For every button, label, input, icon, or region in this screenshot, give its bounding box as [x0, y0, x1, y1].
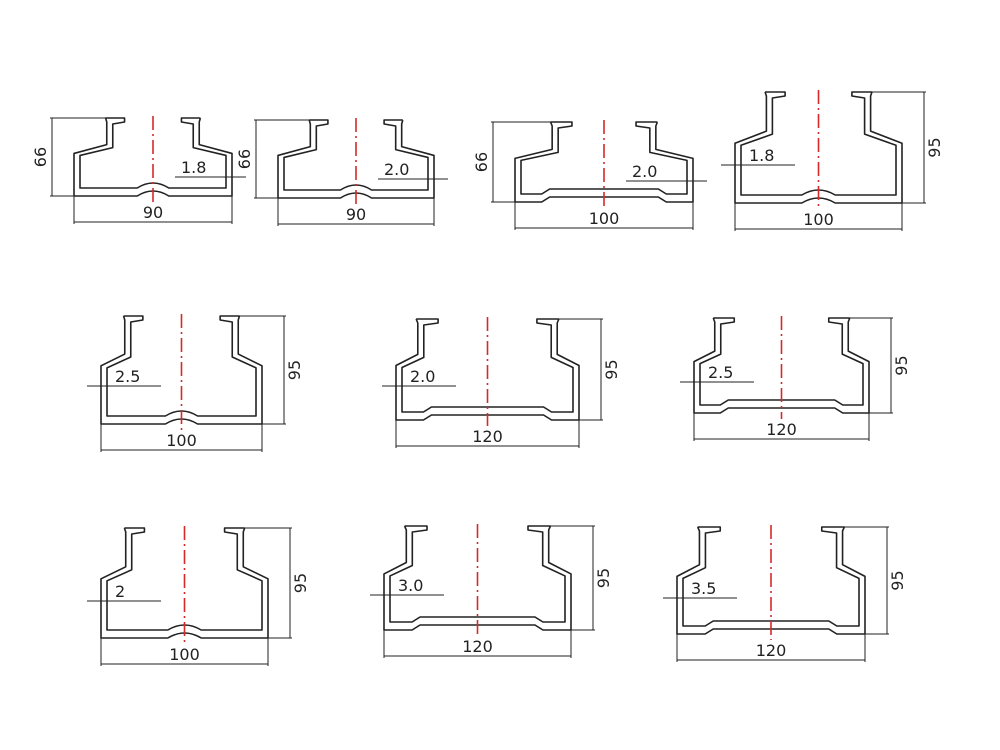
height-label: 66 — [31, 147, 50, 167]
profile-r1c1: 90 66 1.8 — [31, 116, 246, 224]
profile-r3c1: 100 95 2 — [87, 526, 310, 666]
thickness-label: 2.0 — [632, 162, 657, 181]
thickness-label: 3.0 — [398, 576, 423, 595]
height-label: 95 — [285, 360, 304, 380]
thickness-label: 1.8 — [181, 158, 206, 177]
profile-r3c2: 120 95 3.0 — [370, 524, 613, 658]
profile-r2c3: 120 95 2.5 — [680, 316, 911, 441]
thickness-label: 2.5 — [115, 367, 140, 386]
profile-r2c1: 100 95 2.5 — [87, 314, 304, 452]
height-label: 95 — [925, 137, 944, 157]
profile-r2c2: 120 95 2.0 — [382, 317, 621, 448]
profile-r3c3: 120 95 3.5 — [663, 525, 907, 662]
width-label: 90 — [143, 203, 163, 222]
profile-r1c2: 90 66 2.0 — [235, 118, 448, 226]
width-label: 120 — [756, 641, 787, 660]
height-label: 95 — [888, 570, 907, 590]
height-label: 95 — [602, 359, 621, 379]
height-label: 95 — [291, 573, 310, 593]
profile-r1c4: 100 95 1.8 — [721, 90, 944, 231]
height-label: 95 — [594, 568, 613, 588]
width-label: 100 — [803, 210, 834, 229]
thickness-label: 1.8 — [749, 146, 774, 165]
height-label: 66 — [235, 149, 254, 169]
profile-r1c3: 100 66 2.0 — [472, 120, 707, 230]
width-label: 120 — [472, 427, 503, 446]
thickness-label: 2.5 — [708, 363, 733, 382]
width-label: 90 — [346, 205, 366, 224]
width-label: 100 — [169, 645, 200, 664]
thickness-label: 2.0 — [410, 367, 435, 386]
thickness-label: 2 — [115, 582, 125, 601]
width-label: 120 — [766, 420, 797, 439]
thickness-label: 2.0 — [384, 160, 409, 179]
width-label: 100 — [166, 431, 197, 450]
width-label: 100 — [589, 209, 620, 228]
height-label: 66 — [472, 152, 491, 172]
height-label: 95 — [892, 355, 911, 375]
thickness-label: 3.5 — [691, 579, 716, 598]
width-label: 120 — [462, 637, 493, 656]
